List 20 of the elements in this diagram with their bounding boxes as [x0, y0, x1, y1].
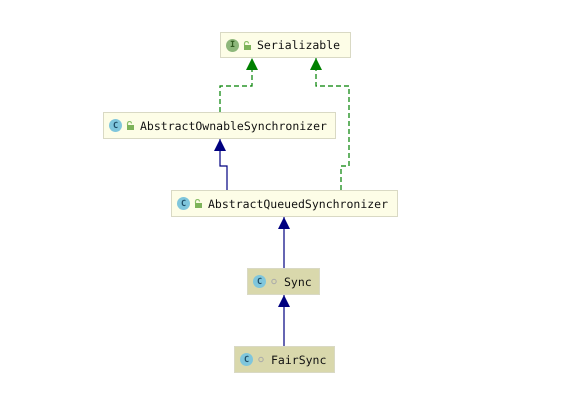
inheritance-arrow — [278, 295, 290, 346]
class-box — [247, 268, 320, 295]
class-box — [234, 346, 335, 373]
class-box — [171, 190, 398, 217]
inheritance-arrow — [214, 139, 228, 190]
type-badge: C — [177, 197, 190, 210]
class-box — [103, 112, 336, 139]
type-badge: C — [253, 275, 266, 288]
inheritance-arrow — [278, 217, 290, 268]
type-badge: C — [240, 353, 253, 366]
type-badge: C — [109, 119, 122, 132]
inheritance-arrow — [310, 58, 350, 190]
class-name: AbstractQueuedSynchronizer — [208, 196, 388, 210]
class-name: Sync — [284, 274, 312, 288]
class-name: AbstractOwnableSynchronizer — [140, 118, 327, 132]
type-badge: I — [226, 38, 239, 52]
class-box — [220, 32, 351, 58]
inheritance-arrow — [219, 58, 258, 112]
class-name: Serializable — [257, 38, 340, 52]
class-name: FairSync — [271, 352, 326, 366]
